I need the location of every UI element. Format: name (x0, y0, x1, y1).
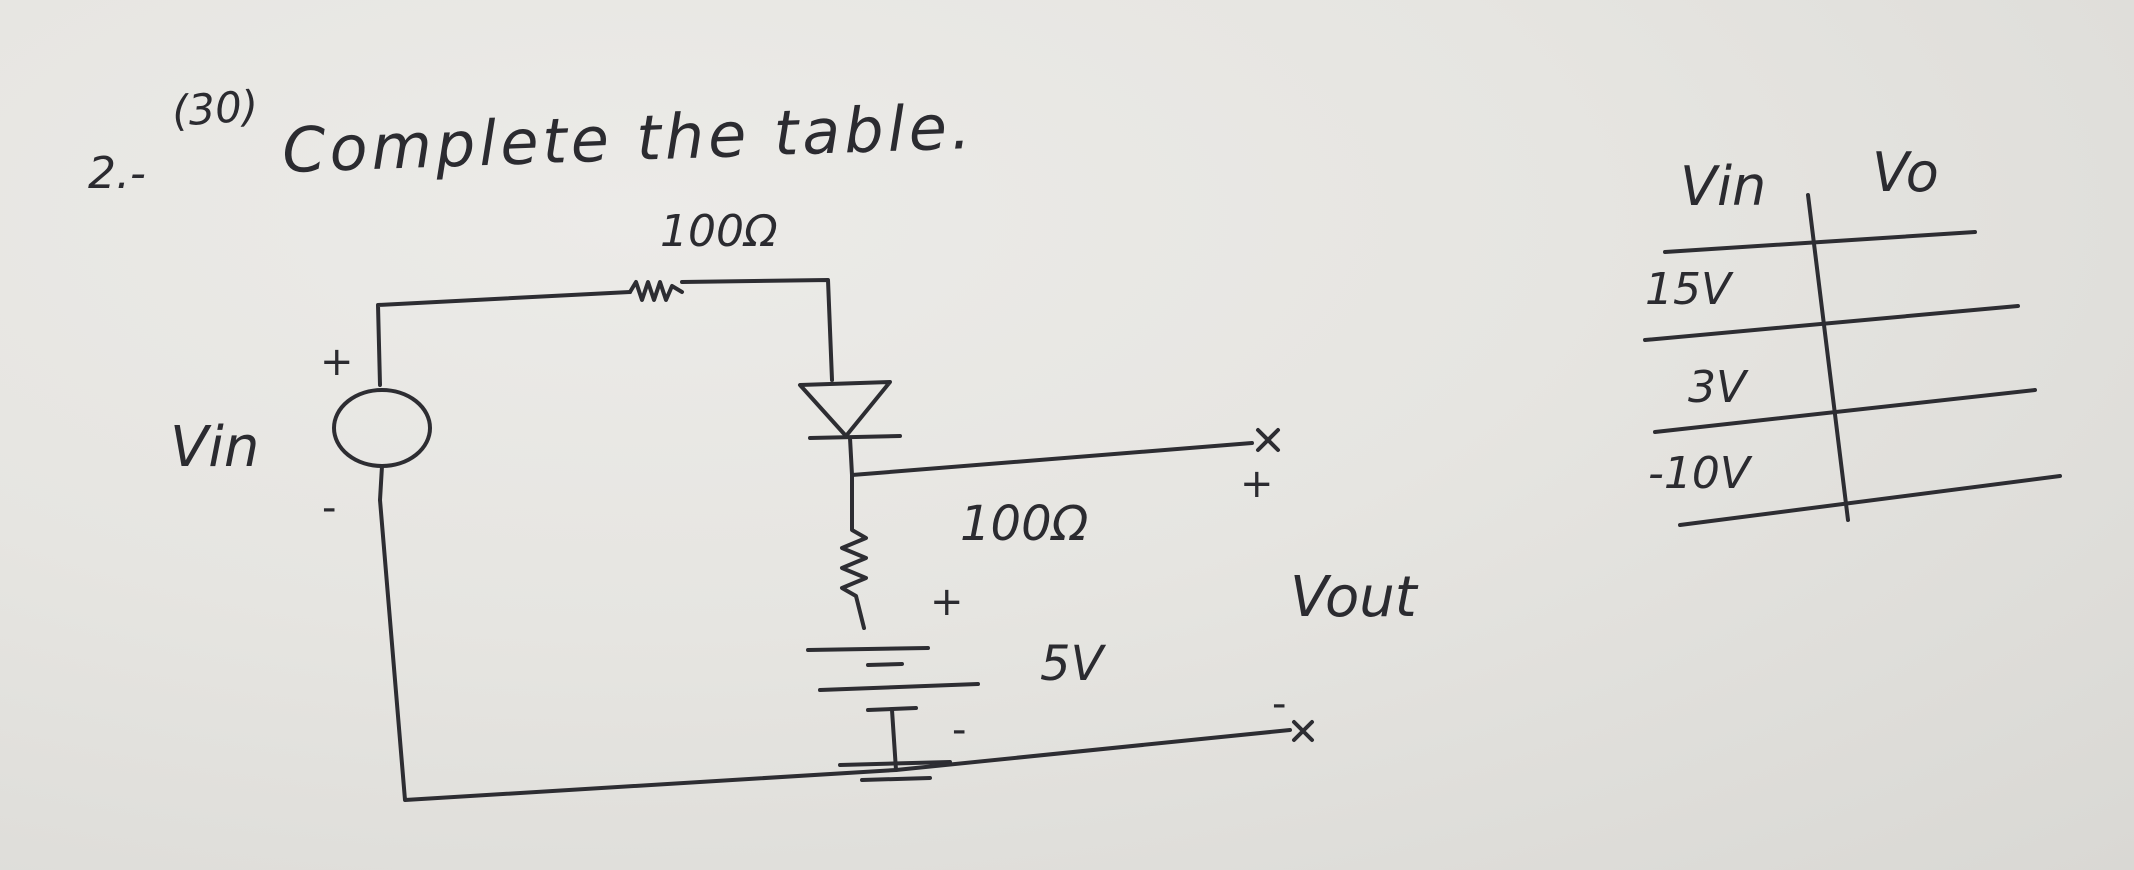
battery-minus-label: - (952, 707, 967, 753)
output-plus-label: + (1240, 461, 1274, 507)
source-label: Vin (170, 415, 260, 480)
question-number: 2.- (88, 148, 146, 199)
battery-plate-3 (818, 682, 980, 692)
ground-bar-2 (860, 776, 932, 782)
wire-top-left (376, 290, 632, 387)
wire-bottom (378, 498, 1292, 802)
table-row-line-3 (1678, 474, 2062, 527)
table-row-3-vin: -10V (1648, 448, 1750, 499)
output-plus-terminal (1256, 428, 1280, 452)
wire-node (848, 436, 854, 477)
battery-plate-2 (866, 662, 904, 667)
battery-plate-1 (806, 646, 930, 652)
resistor-2 (840, 473, 868, 630)
diode (798, 380, 892, 438)
source-minus-label: - (322, 485, 337, 531)
ground-bar-1 (838, 760, 952, 767)
table-row-1-vin: 15V (1645, 264, 1732, 315)
diode-bar (808, 434, 902, 440)
table-header-vo: Vo (1872, 141, 1939, 204)
wire-top-right (680, 278, 834, 382)
table-row-line-2 (1653, 388, 2037, 434)
points-label: (30) (170, 81, 260, 136)
source-lead-bottom (378, 464, 384, 502)
source-plus-label: + (320, 339, 354, 385)
resistor-2-label: 100Ω (960, 496, 1089, 552)
wire-battery-ground (890, 708, 898, 772)
voltage-source (332, 388, 432, 468)
table-header-vin: Vin (1680, 155, 1767, 218)
battery-value-label: 5V (1040, 636, 1104, 692)
output-minus-terminal (1292, 720, 1314, 742)
output-label: Vout (1290, 565, 1417, 630)
table-header-line (1663, 230, 1977, 254)
table-divider (1806, 193, 1850, 522)
battery-plus-label: + (930, 579, 964, 625)
table-row-2-vin: 3V (1688, 362, 1747, 413)
wire-output-top (850, 441, 1254, 477)
resistor-1-label: 100Ω (660, 206, 778, 257)
resistor-1 (628, 280, 684, 302)
table-row-line-1 (1643, 304, 2020, 342)
output-minus-label: - (1272, 681, 1287, 727)
